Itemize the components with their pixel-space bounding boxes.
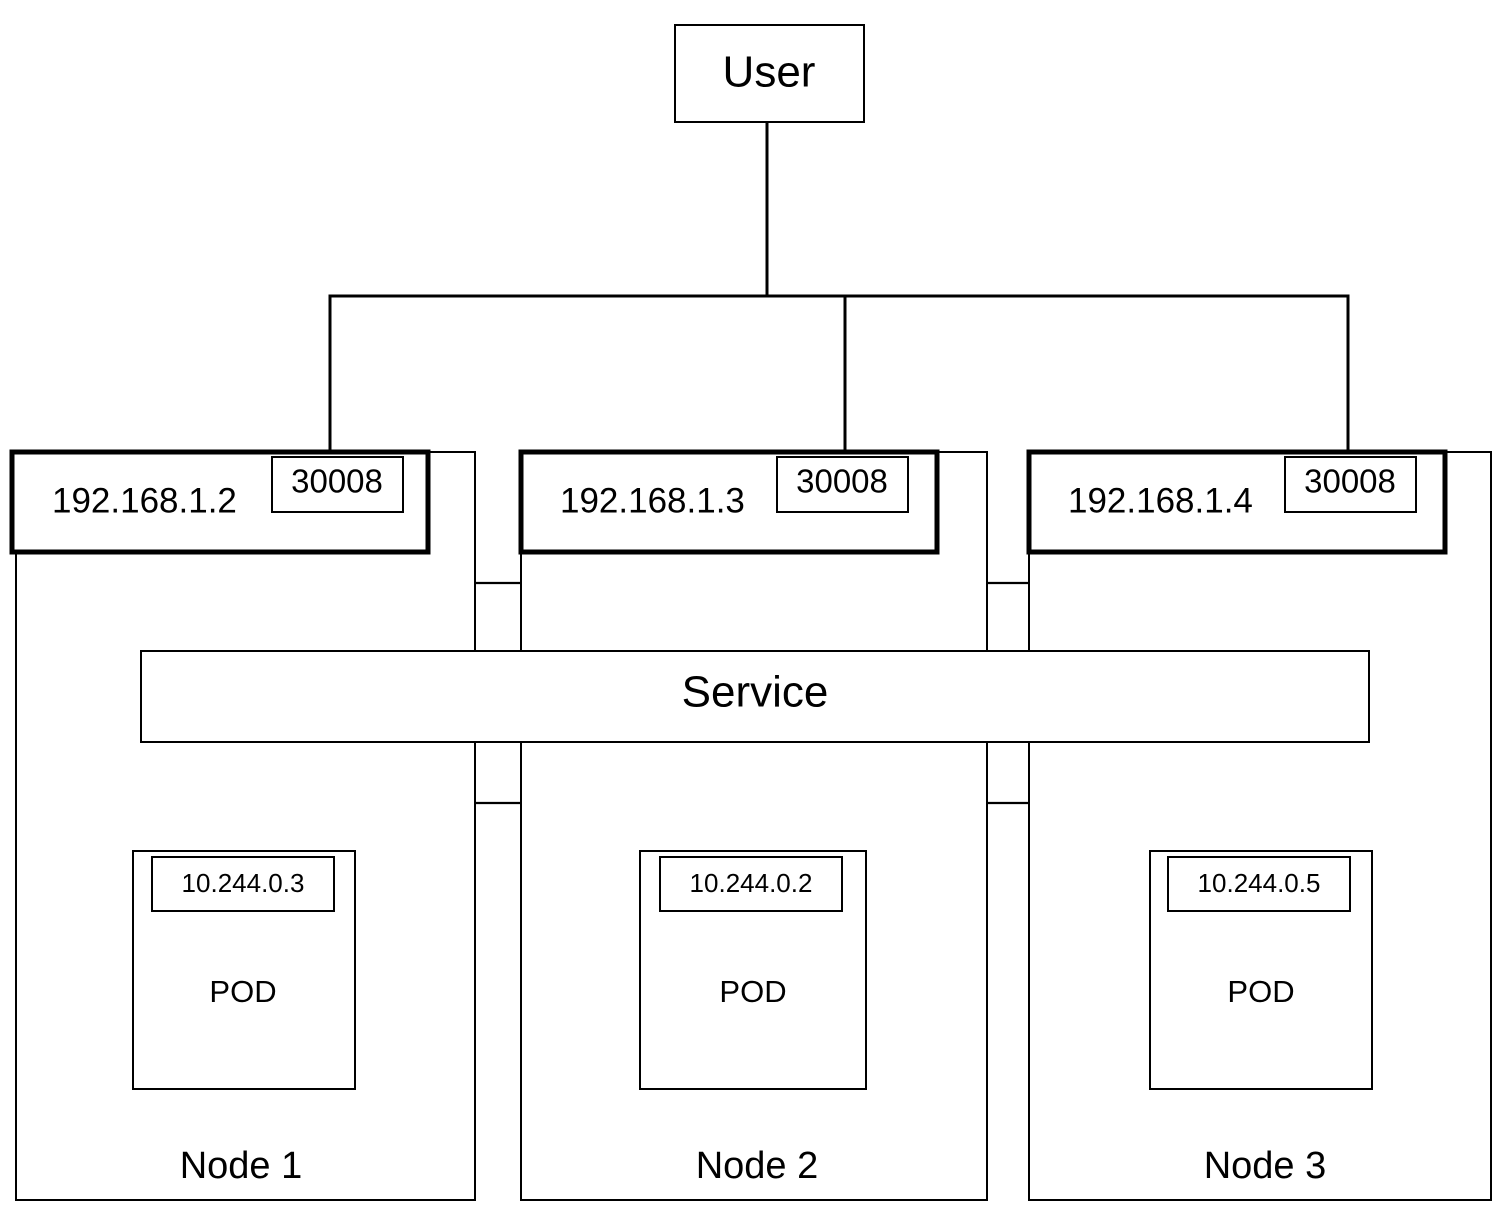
- pod-ip-box-2-fill: [660, 857, 842, 911]
- pod-label-3: POD: [1227, 974, 1294, 1009]
- node-ip-box-2: [518, 449, 940, 555]
- node-container-label-3: Node 3: [1204, 1145, 1327, 1187]
- node-ip-box-3: [1026, 449, 1448, 555]
- pod-ip-box-2: [659, 856, 843, 912]
- node-port-box-2: [776, 456, 909, 513]
- node-container-label-1: Node 1: [180, 1145, 303, 1187]
- user-box: [674, 24, 865, 123]
- pod-label-1: POD: [209, 974, 276, 1009]
- pod-ip-box-1-fill: [152, 857, 334, 911]
- node-port-box-1: [271, 456, 404, 513]
- node-port-box-3: [1284, 456, 1417, 513]
- pod-box-1: [132, 850, 356, 1090]
- node-ip-label-2: 192.168.1.3: [560, 481, 745, 520]
- node-ip-box-1: [9, 449, 431, 555]
- pod-ip-box-1: [151, 856, 335, 912]
- node-port-box-2-fill: [777, 457, 908, 512]
- node-ip-label-1: 192.168.1.2: [52, 481, 237, 520]
- service-label: Service: [682, 668, 829, 717]
- pod-ip-label-3: 10.244.0.5: [1198, 868, 1321, 898]
- pod-ip-label-2: 10.244.0.2: [690, 868, 813, 898]
- pod-ip-box-3-fill: [1168, 857, 1350, 911]
- node-port-label-2: 30008: [796, 463, 888, 500]
- pod-ip-box-3: [1167, 856, 1351, 912]
- node-port-box-1-fill: [272, 457, 403, 512]
- pod-box-3: [1149, 850, 1373, 1090]
- service-box-fill: [141, 651, 1369, 742]
- node-port-label-1: 30008: [291, 463, 383, 500]
- node-port-box-3-fill: [1285, 457, 1416, 512]
- user-box-fill: [675, 25, 864, 122]
- pod-box-2: [639, 850, 867, 1090]
- service-box: [140, 650, 1370, 743]
- node-port-label-3: 30008: [1304, 463, 1396, 500]
- node-container-label-2: Node 2: [696, 1145, 819, 1187]
- node-ip-label-3: 192.168.1.4: [1068, 481, 1253, 520]
- pod-ip-label-1: 10.244.0.3: [182, 868, 305, 898]
- user-label: User: [723, 48, 816, 97]
- pod-label-2: POD: [719, 974, 786, 1009]
